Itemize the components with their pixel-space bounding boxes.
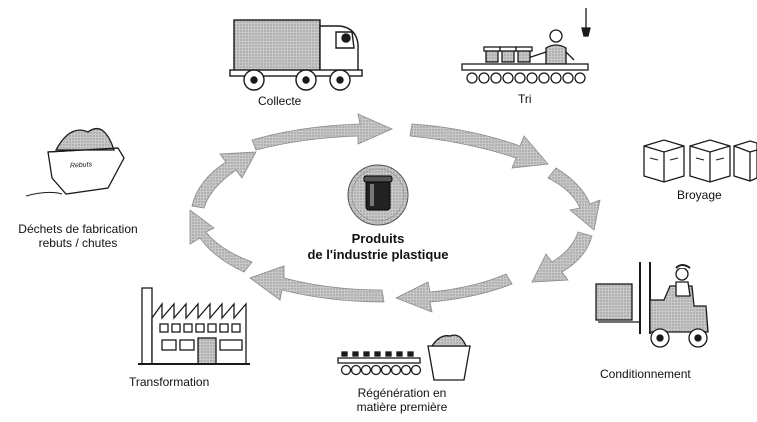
center-title-line2: de l'industrie plastique xyxy=(307,247,449,262)
cycle-arrows xyxy=(189,113,601,313)
arrow-left-upper xyxy=(191,151,257,209)
factory-icon xyxy=(138,287,250,365)
stage-label-dechets: Déchets de fabrication rebuts / chutes xyxy=(4,222,152,250)
arrow-left-lower xyxy=(189,209,253,273)
stage-label-dechets-line1: Déchets de fabrication xyxy=(18,222,138,236)
plastic-product-icon xyxy=(347,164,409,226)
arrow-right-lower xyxy=(531,231,593,283)
stage-label-regeneration-line2: matière première xyxy=(356,400,448,414)
forklift-icon xyxy=(595,262,709,348)
stage-label-transformation: Transformation xyxy=(129,375,210,389)
arrow-right-upper xyxy=(547,167,601,231)
arrow-top-left xyxy=(251,113,393,151)
waste-bin-label: Rebuts xyxy=(69,161,93,170)
stage-label-collecte: Collecte xyxy=(258,94,302,108)
center-title: Produits de l'industrie plastique xyxy=(298,231,458,263)
arrow-bottom-right xyxy=(395,273,513,313)
waste-bin-icon xyxy=(25,127,125,197)
arrow-top-right xyxy=(409,123,549,169)
center-title-line1: Produits xyxy=(351,231,405,246)
arrow-bottom-left xyxy=(249,265,385,303)
stage-label-regeneration: Régénération en matière première xyxy=(352,386,452,414)
conveyor-bin-icon xyxy=(337,334,471,381)
stage-label-dechets-line2: rebuts / chutes xyxy=(38,236,118,250)
sorting-worker-icon xyxy=(461,8,591,84)
crates-icon xyxy=(643,139,757,183)
truck-icon xyxy=(229,19,363,91)
stage-label-tri: Tri xyxy=(518,92,532,106)
stage-label-regeneration-line1: Régénération en xyxy=(357,386,447,400)
stage-label-conditionnement: Conditionnement xyxy=(600,367,691,381)
stage-label-broyage: Broyage xyxy=(677,188,722,202)
